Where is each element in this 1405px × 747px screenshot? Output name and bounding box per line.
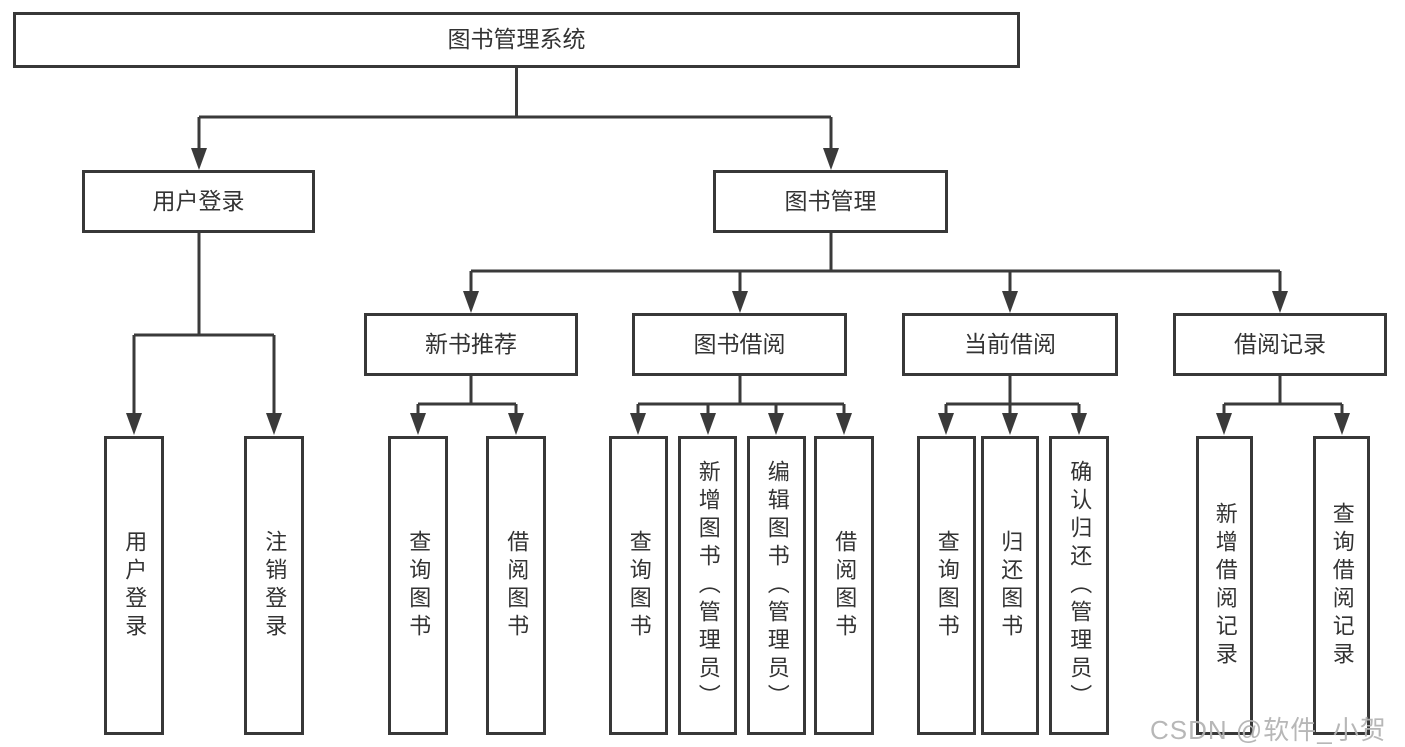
leaf-confirm-return-admin: 确认归还（管理员） — [1049, 436, 1109, 735]
csdn-watermark: CSDN @软件_小贺同学 — [1150, 715, 1387, 745]
node-book-management: 图书管理 — [713, 170, 948, 233]
leaf-query-book-recommend: 查询图书 — [388, 436, 448, 735]
node-borrow-record: 借阅记录 — [1173, 313, 1387, 376]
node-user-login: 用户登录 — [82, 170, 315, 233]
leaf-return-book: 归还图书 — [981, 436, 1039, 735]
leaf-add-borrow-record: 新增借阅记录 — [1196, 436, 1253, 735]
leaf-edit-book-admin: 编辑图书（管理员） — [747, 436, 806, 735]
leaf-add-book-admin: 新增图书（管理员） — [678, 436, 737, 735]
leaf-user-login: 用户登录 — [104, 436, 164, 735]
leaf-query-borrow-record: 查询借阅记录 — [1313, 436, 1370, 735]
node-new-book-recommend: 新书推荐 — [364, 313, 578, 376]
leaf-borrow-book: 借阅图书 — [814, 436, 874, 735]
arrowheads — [126, 148, 1350, 435]
leaf-borrow-book-recommend: 借阅图书 — [486, 436, 546, 735]
leaf-logout: 注销登录 — [244, 436, 304, 735]
node-current-borrow: 当前借阅 — [902, 313, 1118, 376]
node-library-system: 图书管理系统 — [13, 12, 1020, 68]
leaf-query-book-current: 查询图书 — [917, 436, 976, 735]
node-book-borrow: 图书借阅 — [632, 313, 847, 376]
leaf-query-book-borrow: 查询图书 — [609, 436, 668, 735]
